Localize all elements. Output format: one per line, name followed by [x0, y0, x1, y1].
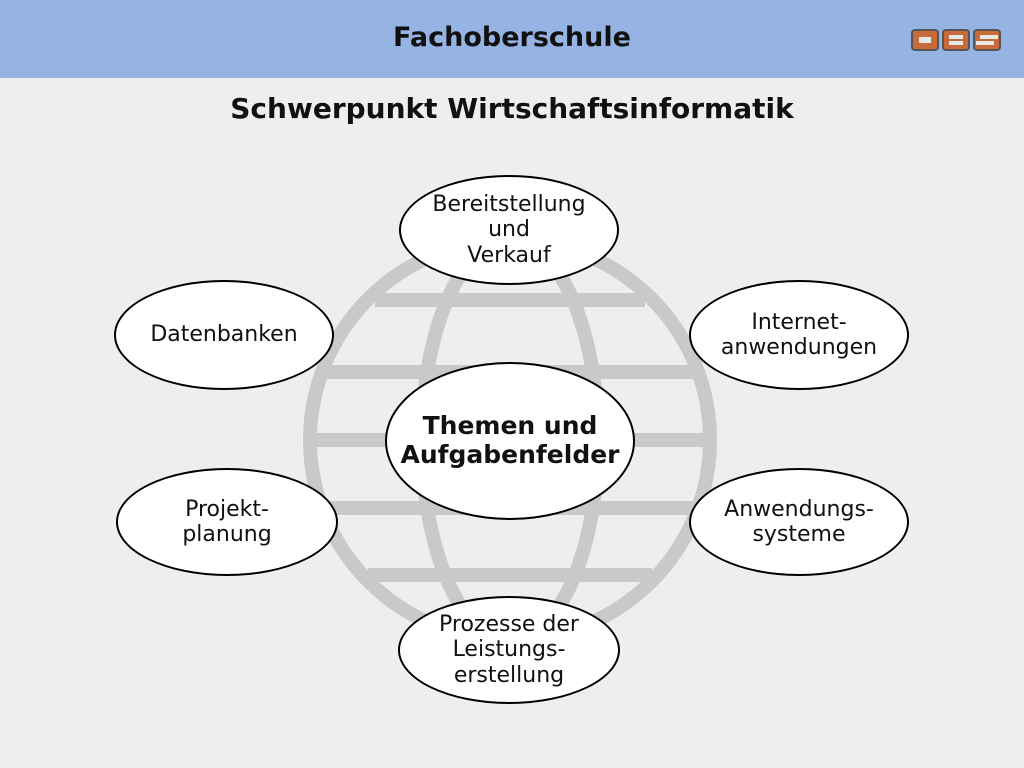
node-label: Prozesse der Leistungs- erstellung: [439, 612, 579, 688]
node-bereitstellung: Bereitstellung und Verkauf: [399, 175, 619, 285]
node-prozesse: Prozesse der Leistungs- erstellung: [398, 596, 620, 704]
node-datenbanken: Datenbanken: [114, 280, 334, 390]
node-anwendungssysteme: Anwendungs- systeme: [689, 468, 909, 576]
header-title: Fachoberschule: [393, 22, 631, 53]
node-center-themen: Themen und Aufgabenfelder: [385, 362, 635, 520]
node-projektplanung: Projekt- planung: [116, 468, 338, 576]
node-label: Projekt- planung: [182, 496, 272, 547]
node-label: Datenbanken: [150, 322, 298, 348]
center-label: Themen und Aufgabenfelder: [400, 411, 620, 469]
node-label: Anwendungs- systeme: [724, 496, 874, 547]
logo-letter-s: [973, 29, 1001, 51]
hbs-logo: [911, 29, 1001, 51]
logo-letter-b: [942, 29, 970, 51]
node-label: Bereitstellung und Verkauf: [432, 192, 586, 268]
node-internet: Internet- anwendungen: [689, 280, 909, 390]
header-bar: Fachoberschule: [0, 0, 1024, 78]
node-label: Internet- anwendungen: [720, 309, 878, 360]
slide-subtitle: Schwerpunkt Wirtschaftsinformatik: [230, 92, 794, 125]
logo-letter-h: [911, 29, 939, 51]
